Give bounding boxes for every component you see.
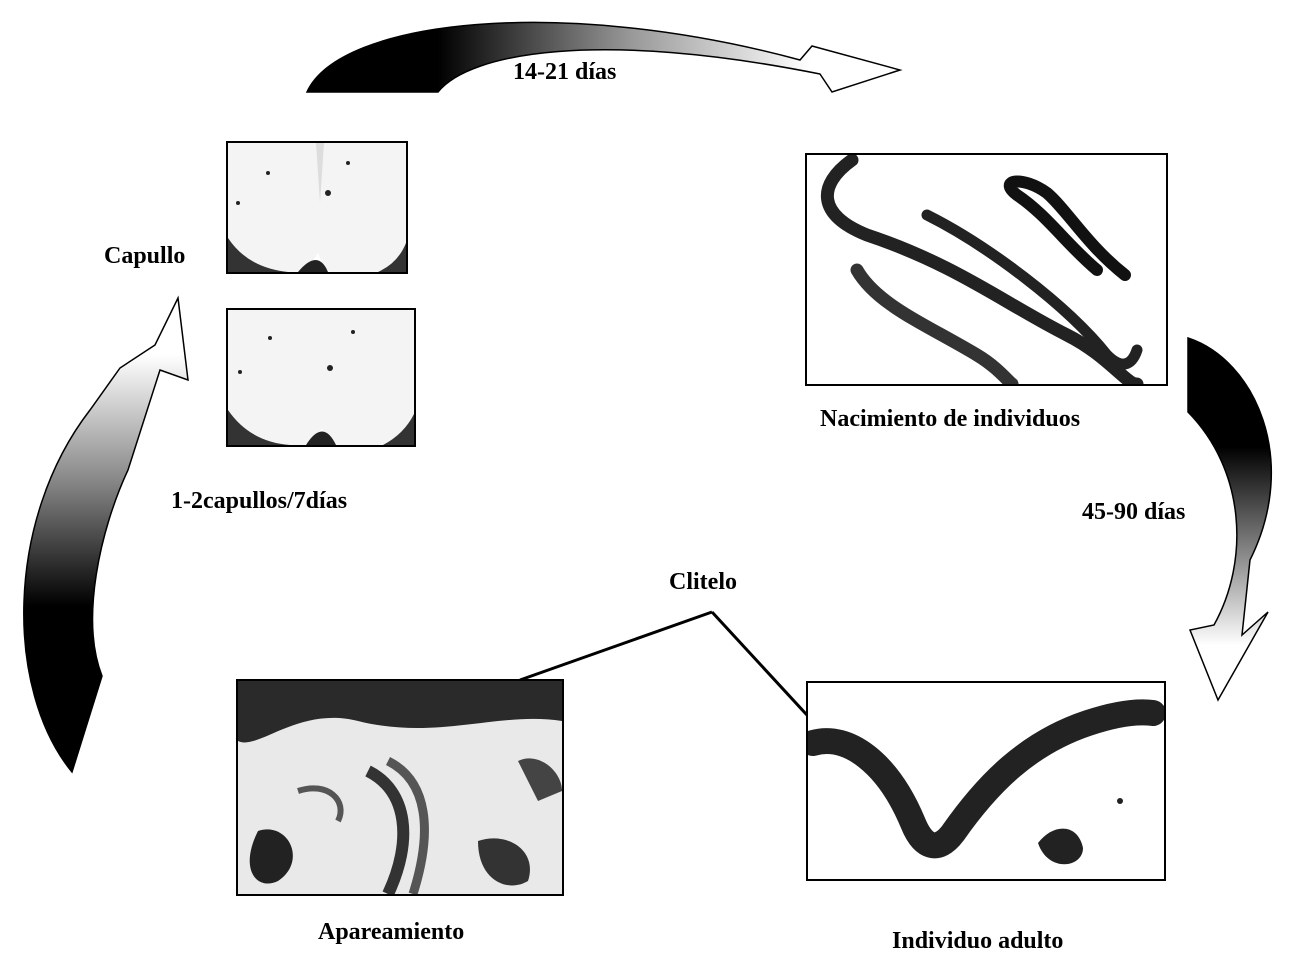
clitelo-label: Clitelo <box>669 569 737 596</box>
clitelo-line-left <box>520 612 712 680</box>
nacimiento-photo <box>805 153 1168 386</box>
capullo-photo-bottom <box>226 308 416 447</box>
right-duration-label: 45-90 días <box>1082 499 1185 526</box>
right-arrow-icon <box>1188 338 1271 700</box>
capullo-label: Capullo <box>104 243 185 270</box>
apareamiento-photo <box>236 679 564 896</box>
adulto-label: Individuo adulto <box>892 928 1063 955</box>
adulto-photo <box>806 681 1166 881</box>
left-arrow-icon <box>24 298 188 772</box>
top-duration-label: 14-21 días <box>513 59 616 86</box>
capullo-photo-top <box>226 141 408 274</box>
apareamiento-label: Apareamiento <box>318 919 464 946</box>
capullo-rate-label: 1-2capullos/7días <box>171 488 347 515</box>
nacimiento-label: Nacimiento de individuos <box>820 406 1080 433</box>
